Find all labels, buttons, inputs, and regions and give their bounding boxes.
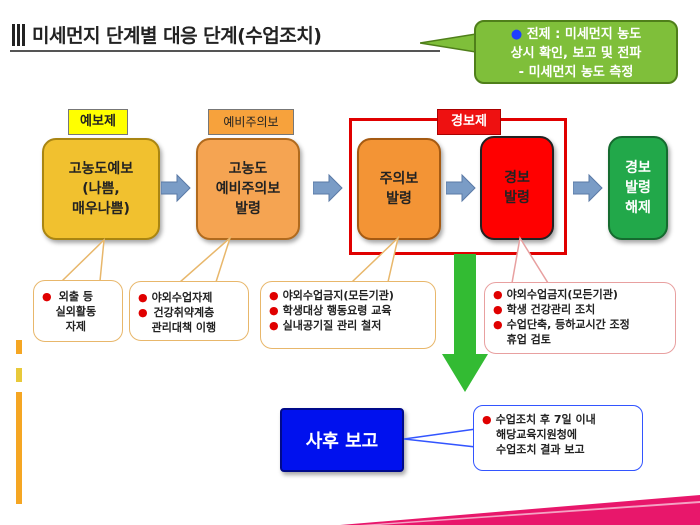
stage-2-line-1: 고농도: [228, 161, 268, 177]
side-mark: [16, 340, 22, 354]
note-item: ● 건강취약계층 관리대책 이행: [138, 305, 244, 335]
note-item: ● 수업단축, 등하교시간 조정 휴업 검토: [493, 317, 671, 347]
note-item: ● 학생 건강관리 조치: [493, 302, 671, 317]
note-item: ● 수업조치 후 7일 이내: [482, 412, 638, 427]
note-text: 야외수업금지(모든기관): [506, 288, 618, 301]
side-mark: [16, 392, 22, 504]
label-warning-system: 경보제: [437, 109, 501, 135]
note-text: 야외수업금지(모든기관): [282, 289, 394, 302]
note-pointers: [60, 235, 550, 284]
report-note: ● 수업조치 후 7일 이내 해당교육지원청에 수업조치 결과 보고: [473, 405, 643, 471]
stage-high-concentration-forecast: 고농도예보 (나쁨, 매우나쁨): [42, 138, 160, 240]
bullet-icon: ●: [269, 319, 279, 332]
post-report-box: 사후 보고: [280, 408, 404, 472]
stage-warning: 경보 발령: [480, 136, 554, 240]
stage-5-line-3: 해제: [625, 200, 651, 216]
stage-4-line-1: 경보: [504, 170, 530, 186]
premise-line-1: 전제 : 미세먼지 농도: [526, 27, 642, 42]
label-pre-advisory: 예비주의보: [208, 109, 294, 135]
stage-pre-advisory: 고농도 예비주의보 발령: [196, 138, 300, 240]
arrow-right-icon: [446, 173, 476, 203]
arrow-down-icon: [442, 254, 488, 392]
bullet-icon: ●: [42, 290, 52, 303]
arrow-right-icon: [161, 173, 191, 203]
note-text: 외출 등: [58, 290, 93, 303]
note-text: 건강취약계층: [153, 306, 215, 319]
bullet-icon: ●: [269, 304, 279, 317]
stage-4-line-2: 발령: [504, 190, 530, 206]
note-item: ● 외출 등 실외활동 자제: [42, 289, 118, 334]
note-text: 자제: [65, 320, 86, 333]
stage-1-line-2: (나쁨,: [82, 181, 120, 197]
title-underline: [10, 50, 440, 52]
label-forecast-system: 예보제: [68, 109, 128, 135]
title-bars: [12, 24, 26, 46]
premise-bullet: ●: [510, 27, 523, 42]
side-mark: [16, 368, 22, 382]
note-item: ● 실내공기질 관리 철저: [269, 318, 431, 333]
bullet-icon: ●: [138, 291, 148, 304]
note-text: 해당교육지원청에: [496, 428, 577, 441]
premise-line-3: - 미세먼지 농도 측정: [518, 65, 634, 80]
stage-warning-lifted: 경보 발령 해제: [608, 136, 668, 240]
note-warning-actions: ● 야외수업금지(모든기관) ● 학생 건강관리 조치 ● 수업단축, 등하교시…: [484, 282, 676, 354]
bullet-icon: ●: [493, 288, 503, 301]
stage-1-line-3: 매우나쁨): [72, 201, 130, 217]
report-note-pointer: [404, 428, 477, 448]
note-item: ● 야외수업자제: [138, 290, 244, 305]
bottom-stripe: [0, 495, 700, 525]
premise-pointer: [420, 33, 477, 53]
page-title: 미세먼지 단계별 대응 단계(수업조치): [32, 25, 322, 47]
stage-1-line-1: 고농도예보: [68, 161, 134, 177]
note-text: 학생대상 행동요령 교육: [282, 304, 392, 317]
note-text: 수업조치 결과 보고: [496, 443, 585, 456]
arrow-right-icon: [573, 173, 603, 203]
note-item: ● 야외수업금지(모든기관): [493, 287, 671, 302]
note-text: 학생 건강관리 조치: [506, 303, 596, 316]
bullet-icon: ●: [482, 413, 492, 426]
note-advisory-actions: ● 야외수업금지(모든기관) ● 학생대상 행동요령 교육 ● 실내공기질 관리…: [260, 281, 436, 349]
bullet-icon: ●: [493, 303, 503, 316]
note-text: 실내공기질 관리 철저: [282, 319, 382, 332]
note-item: ● 학생대상 행동요령 교육: [269, 303, 431, 318]
note-text: 야외수업자제: [151, 291, 213, 304]
note-pre-advisory-actions: ● 야외수업자제 ● 건강취약계층 관리대책 이행: [129, 281, 249, 341]
stage-5-line-1: 경보: [625, 160, 651, 176]
stage-advisory: 주의보 발령: [357, 138, 441, 240]
stage-2-line-3: 발령: [235, 201, 261, 217]
note-item: ● 야외수업금지(모든기관): [269, 288, 431, 303]
bullet-icon: ●: [269, 289, 279, 302]
note-text: 실외활동: [55, 305, 97, 318]
arrow-right-icon: [313, 173, 343, 203]
note-text: 관리대책 이행: [151, 321, 217, 334]
stage-3-line-1: 주의보: [379, 171, 419, 187]
stage-3-line-2: 발령: [386, 191, 412, 207]
note-text: 수업조치 후 7일 이내: [495, 413, 596, 426]
premise-line-2: 상시 확인, 보고 및 전파: [510, 46, 642, 61]
note-text: 수업단축, 등하교시간 조정: [506, 318, 630, 331]
premise-callout: ● 전제 : 미세먼지 농도 상시 확인, 보고 및 전파 - 미세먼지 농도 …: [474, 20, 678, 84]
bullet-icon: ●: [493, 318, 503, 331]
note-text: 휴업 검토: [506, 333, 551, 346]
note-forecast-actions: ● 외출 등 실외활동 자제: [33, 280, 123, 342]
stage-5-line-2: 발령: [625, 180, 651, 196]
stage-2-line-2: 예비주의보: [215, 181, 281, 197]
bullet-icon: ●: [138, 306, 148, 319]
